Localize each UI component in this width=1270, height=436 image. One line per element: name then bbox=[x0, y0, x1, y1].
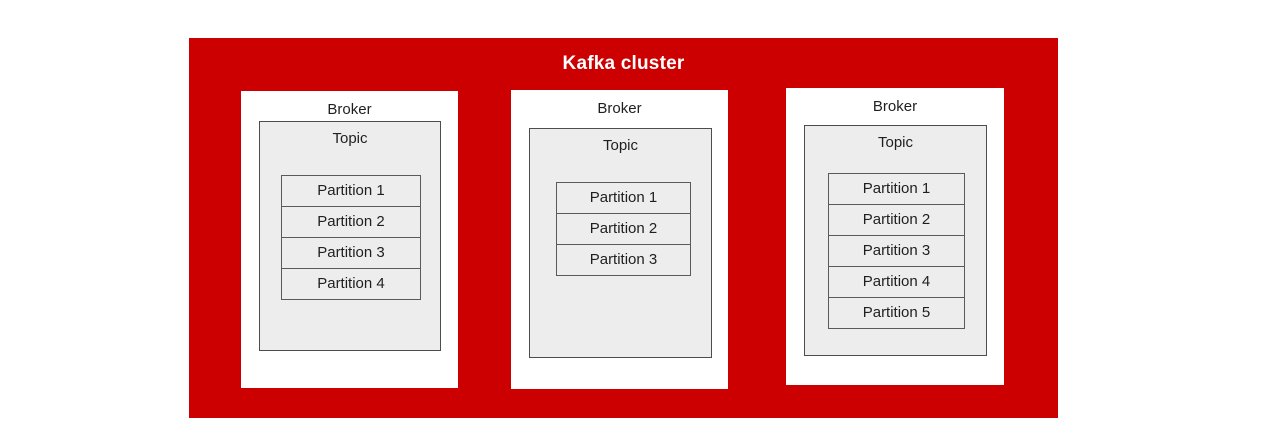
partition-item: Partition 2 bbox=[556, 213, 691, 245]
broker-label-3: Broker bbox=[872, 98, 918, 115]
topic-label-3: Topic bbox=[877, 134, 914, 151]
partition-item: Partition 3 bbox=[281, 237, 421, 269]
partition-list-1: Partition 1 Partition 2 Partition 3 Part… bbox=[281, 175, 421, 300]
partition-item: Partition 2 bbox=[828, 204, 965, 236]
partition-item: Partition 1 bbox=[281, 175, 421, 207]
broker-card-2: Broker Topic Partition 1 Partition 2 Par… bbox=[511, 90, 728, 389]
broker-card-3: Broker Topic Partition 1 Partition 2 Par… bbox=[786, 88, 1004, 385]
partition-item: Partition 1 bbox=[556, 182, 691, 214]
partition-item: Partition 4 bbox=[828, 266, 965, 298]
topic-box-3: Topic Partition 1 Partition 2 Partition … bbox=[804, 125, 987, 356]
partition-item: Partition 5 bbox=[828, 297, 965, 329]
partition-item: Partition 4 bbox=[281, 268, 421, 300]
topic-box-1: Topic Partition 1 Partition 2 Partition … bbox=[259, 121, 441, 351]
broker-label-2: Broker bbox=[597, 100, 642, 117]
broker-card-1: Broker Topic Partition 1 Partition 2 Par… bbox=[241, 91, 458, 388]
partition-list-3: Partition 1 Partition 2 Partition 3 Part… bbox=[828, 173, 965, 329]
partition-item: Partition 3 bbox=[828, 235, 965, 267]
partition-item: Partition 3 bbox=[556, 244, 691, 276]
topic-label-1: Topic bbox=[332, 130, 368, 147]
topic-box-2: Topic Partition 1 Partition 2 Partition … bbox=[529, 128, 712, 358]
partition-item: Partition 2 bbox=[281, 206, 421, 238]
kafka-cluster-container: Kafka cluster Broker Topic Partition 1 P… bbox=[189, 38, 1058, 418]
topic-label-2: Topic bbox=[602, 137, 639, 154]
cluster-title: Kafka cluster bbox=[562, 53, 685, 74]
partition-item: Partition 1 bbox=[828, 173, 965, 205]
partition-list-2: Partition 1 Partition 2 Partition 3 bbox=[556, 182, 691, 276]
broker-label-1: Broker bbox=[327, 101, 372, 118]
